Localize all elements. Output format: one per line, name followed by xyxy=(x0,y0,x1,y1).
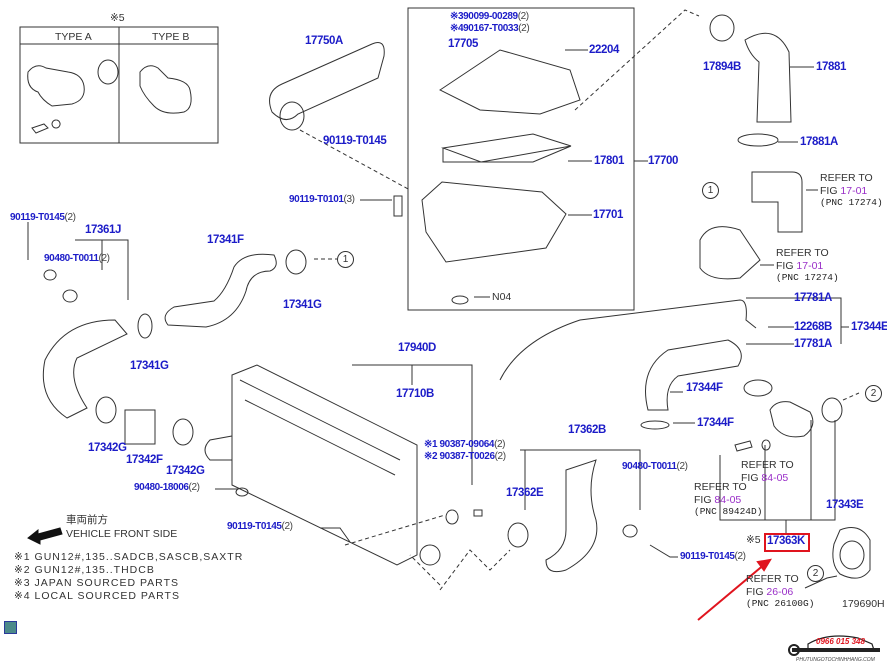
note-4: ※4 LOCAL SOURCED PARTS xyxy=(14,590,180,602)
part-17781A-bottom[interactable]: 17781A xyxy=(794,338,832,350)
part-17344F-bottom[interactable]: 17344F xyxy=(697,417,734,429)
intercooler xyxy=(231,364,418,566)
intake-duct-17750A xyxy=(269,42,385,120)
part-17781A-top[interactable]: 17781A xyxy=(794,292,832,304)
hose-17881 xyxy=(744,32,792,123)
pipe-17362B xyxy=(545,459,598,573)
watermark-site: PHUTUNGOTOCHINHHANG.COM xyxy=(796,657,875,663)
square-marker[interactable] xyxy=(4,621,17,634)
connector-1-left: 1 xyxy=(337,251,354,268)
part-17363K[interactable]: 17363K xyxy=(767,535,805,547)
part-17342F[interactable]: 17342F xyxy=(126,454,163,466)
part-17894B[interactable]: 17894B xyxy=(703,61,741,73)
connector-2-top: 2 xyxy=(865,385,882,402)
part-90167-T0033[interactable]: ※490167-T0033(2) xyxy=(450,23,530,34)
watermark-logo: 0966 015 348 PHUTUNGOTOCHINHHANG.COM xyxy=(788,632,884,664)
vehicle-front-jp: 車両前方 xyxy=(66,514,108,526)
part-17341G[interactable]: 17341G xyxy=(283,299,322,311)
part-17344F-top[interactable]: 17344F xyxy=(686,382,723,394)
part-17750A[interactable]: 17750A xyxy=(305,35,343,47)
note-3: ※3 JAPAN SOURCED PARTS xyxy=(14,577,179,589)
type-inset-box xyxy=(19,26,219,144)
part-17701[interactable]: 17701 xyxy=(593,209,623,221)
inset-note: ※5 xyxy=(110,12,125,24)
part-17705[interactable]: 17705 xyxy=(448,38,478,50)
part-17700[interactable]: 17700 xyxy=(648,155,678,167)
part-17881A[interactable]: 17881A xyxy=(800,136,838,148)
note-1: ※1 GUN12#,135..SADCB,SASCB,SAXTR xyxy=(14,551,244,563)
part-17710B[interactable]: 17710B xyxy=(396,388,434,400)
connector-2-bottom: 2 xyxy=(807,565,824,582)
part-90119-T0145-right[interactable]: 90119-T0145(2) xyxy=(680,551,746,562)
air-cleaner-box xyxy=(407,7,635,311)
part-N04[interactable]: N04 xyxy=(492,291,512,303)
part-90119-T0101[interactable]: 90119-T0101(3) xyxy=(289,194,355,205)
part-17341F[interactable]: 17341F xyxy=(207,234,244,246)
part-90480-18006[interactable]: 90480-18006(2) xyxy=(134,482,200,493)
watermark-phone: 0966 015 348 xyxy=(816,637,865,646)
pipe-17361J xyxy=(42,319,128,419)
part-17362E[interactable]: 17362E xyxy=(506,487,544,499)
part-17940D[interactable]: 17940D xyxy=(398,342,436,354)
car-wrench-icon xyxy=(788,635,880,656)
part-90119-T0145-lower[interactable]: 90119-T0145(2) xyxy=(227,521,293,532)
part-90099-00289[interactable]: ※390099-00289(2) xyxy=(450,11,529,22)
hose-17341F xyxy=(164,253,277,328)
part-90480-T0011[interactable]: 90480-T0011(2) xyxy=(44,253,110,264)
note-2: ※2 GUN12#,135..THDCB xyxy=(14,564,155,576)
part-90119-T0145-2[interactable]: 90119-T0145(2) xyxy=(10,212,76,223)
part-17344E[interactable]: 17344E xyxy=(851,321,887,333)
part-22204[interactable]: 22204 xyxy=(589,44,619,56)
part-17881[interactable]: 17881 xyxy=(816,61,846,73)
part-90119-T0145[interactable]: 90119-T0145 xyxy=(323,135,387,147)
vehicle-front-arrow xyxy=(27,527,63,545)
part-17342G-right[interactable]: 17342G xyxy=(166,465,205,477)
part-90387-T0026[interactable]: ※2 90387-T0026(2) xyxy=(424,451,506,462)
vehicle-front-label: VEHICLE FRONT SIDE xyxy=(66,528,178,540)
highlight-arrow xyxy=(697,558,772,621)
part-17341G-lower[interactable]: 17341G xyxy=(130,360,169,372)
part-90480-T0011-lower[interactable]: 90480-T0011(2) xyxy=(622,461,688,472)
tube-12268B xyxy=(499,299,757,381)
connector-1-right: 1 xyxy=(702,182,719,199)
figure-id: 179690H xyxy=(842,598,885,610)
type-b-header: TYPE B xyxy=(152,31,190,43)
part-12268B[interactable]: 12268B xyxy=(794,321,832,333)
part-90387-09064[interactable]: ※1 90387-09064(2) xyxy=(424,439,506,450)
part-17342G-left[interactable]: 17342G xyxy=(88,442,127,454)
part-17362B[interactable]: 17362B xyxy=(568,424,606,436)
highlight-box xyxy=(764,533,810,552)
part-17343E[interactable]: 17343E xyxy=(826,499,864,511)
type-a-header: TYPE A xyxy=(55,31,92,43)
part-17801[interactable]: 17801 xyxy=(594,155,624,167)
hose-17342F xyxy=(124,409,156,445)
part-17363K-note: ※5 xyxy=(746,534,761,546)
part-17361J[interactable]: 17361J xyxy=(85,224,121,236)
